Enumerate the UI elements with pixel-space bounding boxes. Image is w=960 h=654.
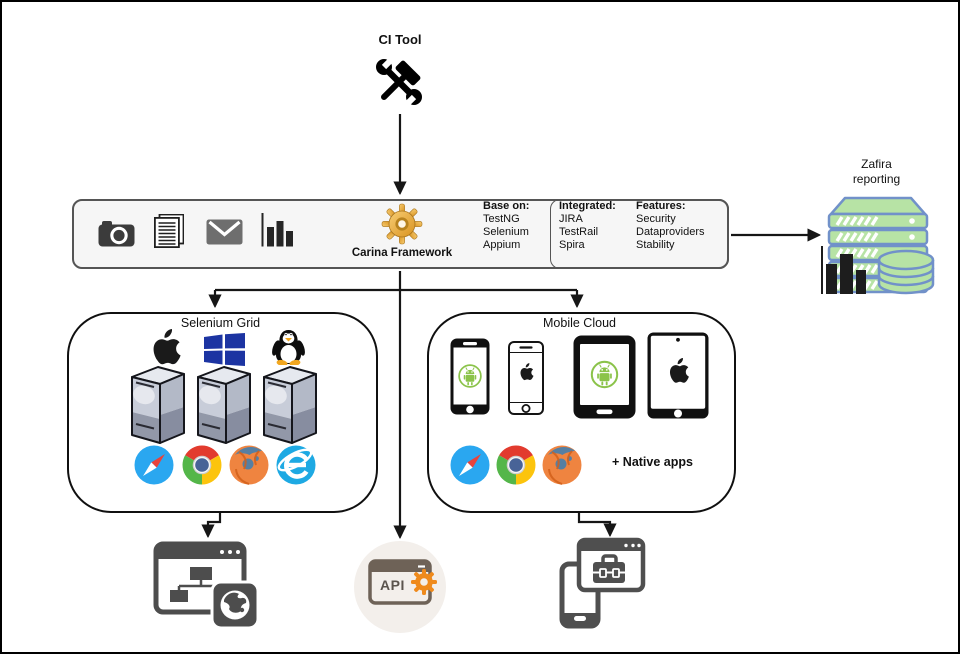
iphone-icon (508, 341, 544, 415)
gold-gear-icon (381, 203, 423, 245)
safari-icon (134, 445, 174, 485)
database-icon (877, 249, 935, 295)
apple-icon (153, 329, 181, 365)
server-tower-icon (196, 366, 251, 444)
ci-tool-label: CI Tool (378, 32, 422, 47)
android-phone-icon (450, 338, 490, 415)
column-item: Security (636, 213, 676, 225)
zafira-reporting-icon (821, 196, 935, 295)
column-item: Stability (636, 239, 675, 251)
column-title: Base on: (483, 200, 530, 212)
android-tablet-icon (573, 335, 636, 419)
column-title: Features: (636, 200, 686, 212)
zafira-label: Zafira reporting (824, 157, 929, 187)
column-title: Integrated: (559, 200, 616, 212)
zafira-label-line1: Zafira (861, 157, 892, 171)
carina-framework-label: Carina Framework (351, 247, 453, 259)
briefcase-icon (593, 554, 625, 583)
native-apps-label: + Native apps (612, 455, 693, 469)
bar-chart-icon (261, 213, 293, 247)
column-item: Selenium (483, 226, 529, 238)
linux-icon (272, 330, 305, 365)
column-item: Spira (559, 239, 585, 251)
documents-icon (154, 214, 184, 248)
zafira-label-line2: reporting (852, 172, 901, 186)
integrations-subbox (550, 199, 729, 269)
firefox-icon (229, 445, 269, 485)
orange-gear-icon (411, 569, 437, 595)
server-tower-icon (130, 366, 185, 444)
column-integrated: Integrated: JIRA TestRail Spira (559, 200, 616, 252)
internet-explorer-icon (276, 445, 316, 485)
server-tower-icon (262, 366, 317, 444)
ipad-icon (647, 332, 709, 419)
mobile-testing-icon (559, 537, 646, 629)
column-base-on: Base on: TestNG Selenium Appium (483, 200, 529, 252)
chrome-icon (182, 445, 222, 485)
mobile-cloud-title: Mobile Cloud (543, 316, 616, 330)
safari-icon (450, 445, 490, 485)
windows-icon (204, 333, 245, 366)
mail-icon (206, 219, 243, 245)
column-item: Dataproviders (636, 226, 705, 238)
column-item: Appium (483, 239, 521, 251)
firefox-icon (542, 445, 582, 485)
column-item: JIRA (559, 213, 583, 225)
column-item: TestRail (559, 226, 599, 238)
column-features: Features: Security Dataproviders Stabili… (636, 200, 704, 252)
server-towers-icon (130, 366, 317, 444)
selenium-grid-title: Selenium Grid (180, 316, 261, 330)
api-label: API (380, 577, 405, 593)
chrome-icon (496, 445, 536, 485)
arrow-grid-to-web-testing (208, 510, 222, 535)
report-bar-chart-icon (821, 246, 866, 294)
web-testing-icon (153, 541, 260, 630)
hammer-wrench-icon (376, 57, 422, 107)
globe-icon (220, 590, 250, 620)
column-item: TestNG (483, 213, 520, 225)
arrow-cloud-to-mobile-testing (577, 510, 610, 534)
camera-icon (98, 221, 135, 247)
